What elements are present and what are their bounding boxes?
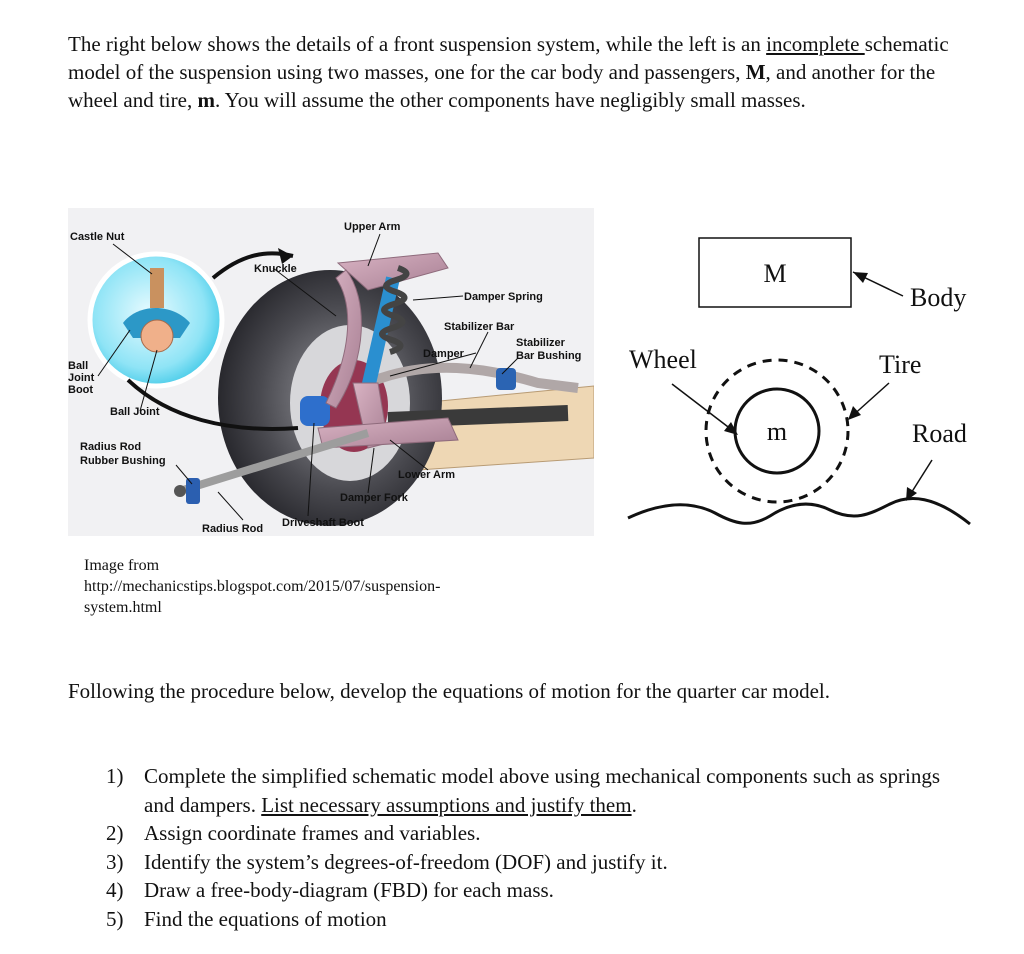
intro-underlined-incomplete: incomplete [766,32,865,56]
step-underlined-text: List necessary assumptions and justify t… [261,792,632,817]
quarter-car-schematic: M Body m Wheel Tire Road [627,237,971,526]
damper-spring [379,265,410,355]
label-ball-joint: Ball Joint [110,406,160,418]
label-castle-nut: Castle Nut [70,231,125,243]
intro-text-4: . You will assume the other components h… [214,88,806,112]
label-stabilizer-bar: Stabilizer Bar [444,321,515,333]
label-knuckle: Knuckle [254,263,297,275]
radius-rod-rubber-bushing [186,478,200,504]
intro-text-2: schematic model of the suspension using … [68,32,949,84]
label-ball-joint-boot-line1: Ball [68,360,88,372]
step-text: Complete the simplified schematic model … [144,764,941,817]
body-mass-box [698,237,852,308]
leader-lines [97,233,519,521]
credit-line-2: http://mechanicstips.blogspot.com/2015/0… [84,578,441,595]
wheel-mass-label: m [767,417,787,446]
step-number: 2) [106,821,124,845]
radius-rod [178,429,370,495]
label-damper-fork: Damper Fork [340,492,409,504]
label-ball-joint-boot-line2: Joint [68,372,95,384]
label-ball-joint-boot-line3: Boot [68,384,93,396]
knuckle [325,269,362,409]
credit-line-1: Image from [84,557,160,574]
step-item: 2) Assign coordinate frames and variables… [106,819,966,848]
upper-arm [336,252,449,291]
procedure-steps: 1) Complete the simplified schematic mode… [106,762,966,933]
inset-arrow-upper-head [278,248,293,264]
label-radius-rod-rubber-bushing-line1: Radius Rod [80,441,141,453]
wheel-arrow-head [724,422,738,435]
label-damper-spring: Damper Spring [464,291,543,303]
credit-line-3: system.html [84,599,162,616]
step-item: 1) Complete the simplified schematic mode… [106,762,966,819]
step-text: Draw a free-body-diagram (FBD) for each … [144,878,554,902]
driveshaft-boot [300,396,330,426]
procedure-text: Following the procedure below, develop t… [68,679,830,703]
road-label: Road [912,419,967,448]
image-credit: Image from http://mechanicstips.blogspot… [84,555,564,618]
tire-arrow-head [848,406,861,420]
tire-outline [704,358,850,504]
label-stabilizer-bar-bushing-line2: Bar Bushing [516,350,581,362]
step-number: 4) [106,878,124,902]
step-number: 3) [106,849,124,874]
step-item: 4) Draw a free-body-diagram (FBD) for eac… [106,876,966,905]
body-arrow-head [853,272,868,283]
stabilizer-bar [366,362,579,393]
label-radius-rod: Radius Rod [202,523,263,535]
wheel-label: Wheel [629,345,697,374]
label-damper: Damper [423,348,465,360]
ball-joint [140,319,174,353]
step-item: 3) Identify the system’s degrees-of-freed… [106,848,966,877]
step-item: 5) Find the equations of motion [106,905,966,934]
step-number: 1) [106,764,124,788]
body-mass-label: M [763,259,786,288]
radius-rod-end [174,485,186,497]
step-tail: . [631,792,637,817]
castle-nut [150,268,164,308]
road-profile [627,497,971,526]
driveshaft [387,405,569,428]
procedure-paragraph: Following the procedure below, develop t… [68,677,948,705]
suspension-illustration: Castle Nut Upper Arm Knuckle Damper Spri… [68,208,594,536]
intro-text-3: , and another for the wheel and tire, [68,60,936,112]
label-upper-arm: Upper Arm [344,221,401,233]
step-text: Find the equations of motion [144,906,387,931]
label-lower-arm: Lower Arm [398,469,455,481]
label-radius-rod-rubber-bushing-line2: Rubber Bushing [80,455,166,467]
intro-text-1: The right below shows the details of a f… [68,32,767,56]
inset-arrow-lower [126,378,299,431]
tire-label: Tire [879,350,921,379]
label-stabilizer-bar-bushing-line1: Stabilizer [516,337,566,349]
intro-bold-m: m [197,88,215,112]
step-number: 5) [106,906,124,931]
stabilizer-bar-bushing [496,368,516,390]
intro-paragraph: The right below shows the details of a f… [68,30,968,114]
body-label: Body [910,283,966,312]
intro-bold-M: M [745,60,766,84]
step-text: Identify the system’s degrees-of-freedom… [144,849,668,874]
label-driveshaft-boot: Driveshaft Boot [282,517,364,529]
step-text: Assign coordinate frames and variables. [144,821,481,845]
wheel-arrow [671,383,737,434]
